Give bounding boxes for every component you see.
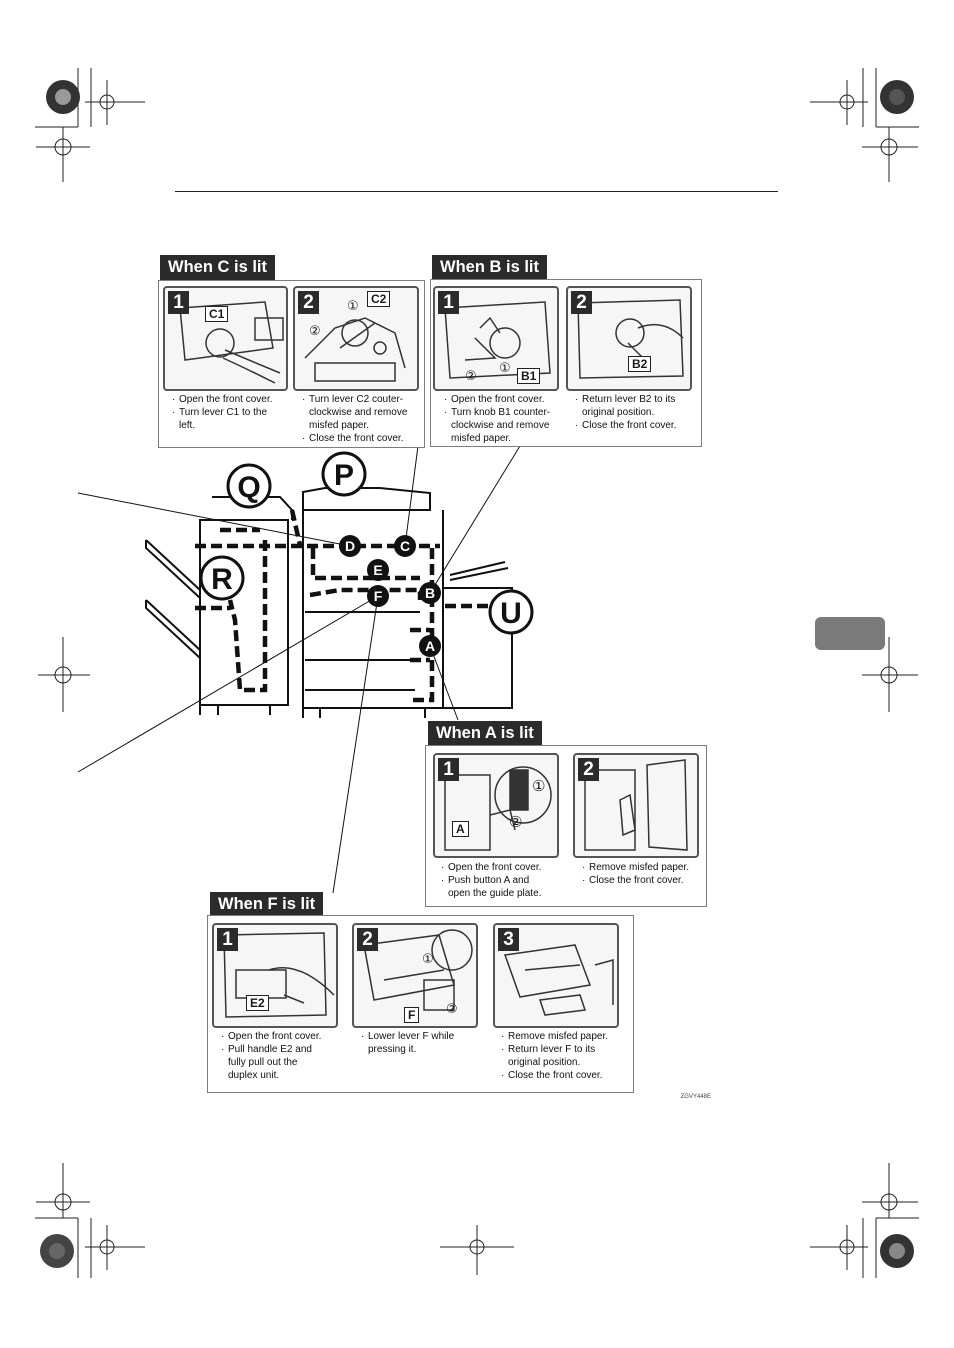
header-rule <box>175 191 778 192</box>
letter-p: P <box>334 459 354 492</box>
step-b1-illustration: 1 B1 ① ② <box>433 286 559 391</box>
step-c1-text: Open the front cover. Turn lever C1 to t… <box>172 393 272 432</box>
label-f: F <box>404 1007 420 1023</box>
callout-1: ① <box>347 298 359 313</box>
step-number: 2 <box>578 758 599 781</box>
step-number: 1 <box>168 291 189 314</box>
step-f3-text: Remove misfed paper. Return lever F to i… <box>501 1030 608 1082</box>
jam-point-a: A <box>425 638 435 654</box>
step-f1-text: Open the front cover. Pull handle E2 and… <box>221 1030 321 1082</box>
jam-point-c: C <box>400 538 410 554</box>
letter-u: U <box>500 597 522 630</box>
callout-1: ① <box>532 778 546 795</box>
step-f2-illustration: 2 F ① ② <box>352 923 478 1028</box>
label-e2: E2 <box>246 995 269 1011</box>
step-number: 3 <box>498 928 519 951</box>
section-label-a: When A is lit <box>428 721 542 746</box>
label-a: A <box>452 821 469 837</box>
step-number: 1 <box>217 928 238 951</box>
step-b1-text: Open the front cover. Turn knob B1 count… <box>444 393 550 445</box>
step-number: 2 <box>298 291 319 314</box>
label-b2: B2 <box>628 356 652 372</box>
step-a2-illustration: 2 <box>573 753 699 858</box>
figure-code: ZGVY448E <box>680 1094 711 1100</box>
callout-2: ② <box>309 323 321 338</box>
step-c2-text: Turn lever C2 couter- clockwise and remo… <box>302 393 407 445</box>
step-c2-illustration: 2 C2 ① ② <box>293 286 419 391</box>
letter-r: R <box>211 563 233 596</box>
callout-1: ① <box>422 951 434 966</box>
callout-2: ② <box>446 1001 458 1016</box>
step-f3-illustration: 3 <box>493 923 619 1028</box>
step-b2-illustration: 2 B2 <box>566 286 692 391</box>
jam-point-b: B <box>425 585 435 601</box>
callout-1: ① <box>499 360 511 375</box>
section-label-b: When B is lit <box>432 255 547 280</box>
step-number: 2 <box>357 928 378 951</box>
label-c1: C1 <box>205 306 229 322</box>
jam-point-e: E <box>373 562 382 578</box>
step-number: 2 <box>571 291 592 314</box>
section-label-c: When C is lit <box>160 255 275 280</box>
label-c2: C2 <box>367 291 391 307</box>
step-a2-text: Remove misfed paper. Close the front cov… <box>582 861 689 887</box>
jam-point-d: D <box>345 538 355 554</box>
step-c1-illustration: 1 C1 <box>163 286 288 391</box>
step-a1-text: Open the front cover. Push button A and … <box>441 861 541 900</box>
section-label-f: When F is lit <box>210 892 324 917</box>
callout-2: ② <box>509 814 523 831</box>
step-number: 1 <box>438 758 459 781</box>
chapter-tab <box>815 617 885 650</box>
step-number: 1 <box>438 291 459 314</box>
label-b1: B1 <box>517 368 541 384</box>
step-f1-illustration: 1 E2 <box>212 923 338 1028</box>
step-f2-text: Lower lever F while pressing it. <box>361 1030 454 1056</box>
callout-2: ② <box>465 368 477 383</box>
letter-q: Q <box>237 471 260 504</box>
step-b2-text: Return lever B2 to its original position… <box>575 393 677 432</box>
step-a1-illustration: 1 A ① ② <box>433 753 559 858</box>
jam-point-f: F <box>374 588 383 604</box>
